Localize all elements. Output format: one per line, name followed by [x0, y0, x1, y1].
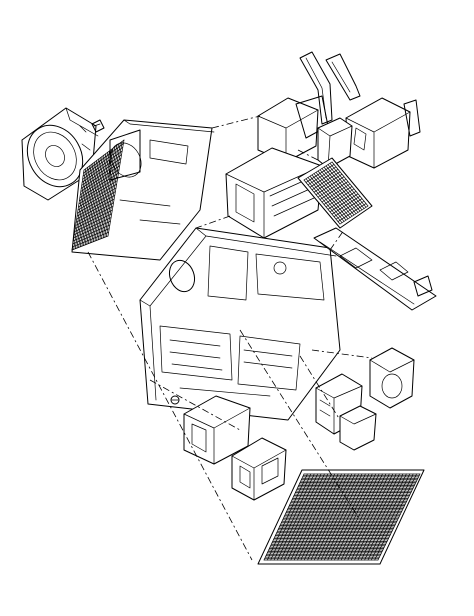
disk-drive-small-icon	[317, 117, 353, 169]
screw-small-icon	[170, 395, 180, 405]
drive-cage-front-icon	[345, 97, 421, 169]
card-bracket-assembly-icon	[225, 147, 323, 239]
hard-drive-bracket-icon	[231, 437, 287, 501]
assembly-guide-lines	[87, 115, 373, 561]
side-panel-left-icon	[71, 119, 215, 261]
chassis-main-icon	[139, 227, 341, 421]
front-bezel-icon	[297, 157, 373, 229]
bezel-trim-2-icon	[325, 53, 361, 101]
clip-icon	[91, 119, 105, 133]
side-panel-right-icon	[257, 469, 425, 565]
fan-duct-icon	[339, 347, 415, 451]
motherboard-tray-icon	[313, 227, 437, 311]
